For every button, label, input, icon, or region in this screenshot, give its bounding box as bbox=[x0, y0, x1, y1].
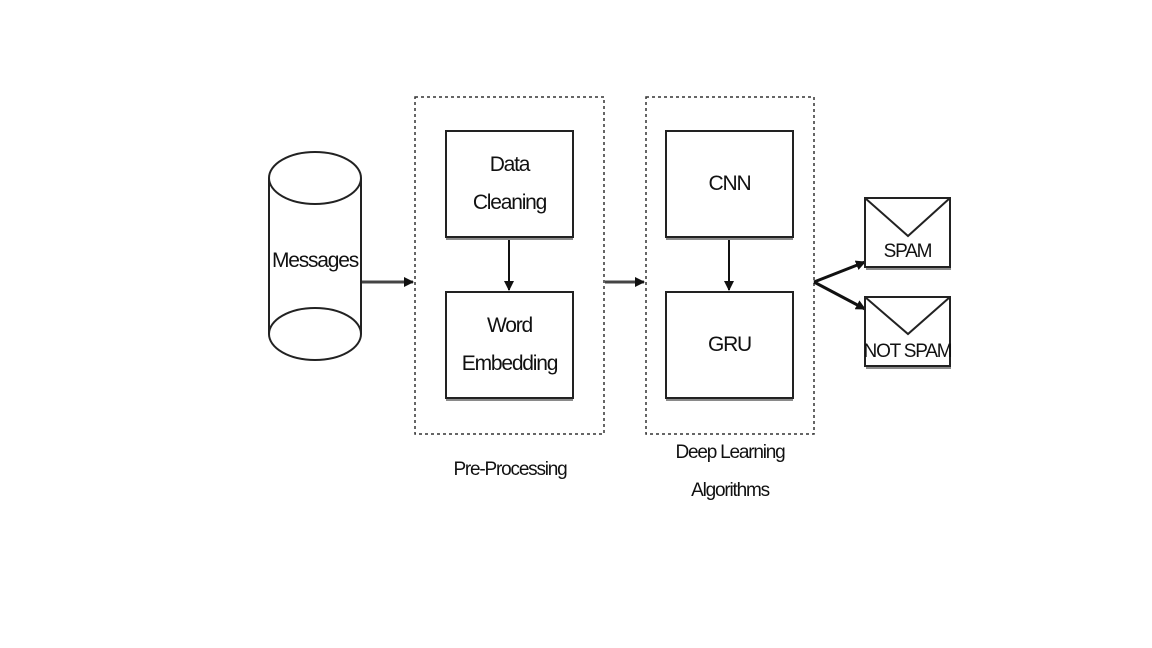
messages-database-icon bbox=[268, 151, 362, 361]
word-embedding-label: Word Embedding bbox=[446, 292, 573, 398]
word-embedding-label-line2: Embedding bbox=[461, 352, 559, 375]
step-box-word-embedding bbox=[445, 291, 574, 401]
not-spam-envelope-icon bbox=[864, 296, 951, 369]
not-spam-label-text: NOT SPAM bbox=[863, 341, 953, 362]
deep-learning-caption: Deep Learning Algorithms bbox=[646, 434, 814, 510]
step-box-data-cleaning bbox=[445, 130, 574, 240]
deep-learning-caption-line2: Algorithms bbox=[691, 480, 770, 501]
arrow-to-spam bbox=[813, 260, 866, 284]
messages-label: Messages bbox=[269, 236, 361, 286]
data-cleaning-label-line1: Data bbox=[489, 153, 531, 176]
preprocessing-caption: Pre-Processing bbox=[430, 450, 590, 490]
deep-learning-caption-line1: Deep Learning bbox=[675, 442, 785, 463]
step-box-gru bbox=[665, 291, 794, 401]
gru-label-text: GRU bbox=[707, 333, 752, 356]
spam-label-text: SPAM bbox=[883, 241, 933, 262]
step-box-cnn bbox=[665, 130, 794, 240]
data-cleaning-label-line2: Cleaning bbox=[472, 191, 548, 214]
messages-label-text: Messages bbox=[271, 249, 359, 272]
cnn-label: CNN bbox=[666, 131, 793, 237]
spam-label: SPAM bbox=[865, 234, 950, 270]
gru-label: GRU bbox=[666, 292, 793, 398]
not-spam-label: NOT SPAM bbox=[859, 334, 956, 370]
data-cleaning-label: Data Cleaning bbox=[446, 131, 573, 237]
word-embedding-label-line1: Word bbox=[487, 314, 533, 337]
preprocessing-caption-text: Pre-Processing bbox=[453, 459, 567, 480]
preprocessing-group-border bbox=[414, 96, 605, 435]
arrow-to-not-spam bbox=[813, 280, 866, 311]
cnn-label-text: CNN bbox=[708, 172, 752, 195]
spam-envelope-icon bbox=[864, 197, 951, 270]
deep-learning-group-border bbox=[645, 96, 815, 435]
